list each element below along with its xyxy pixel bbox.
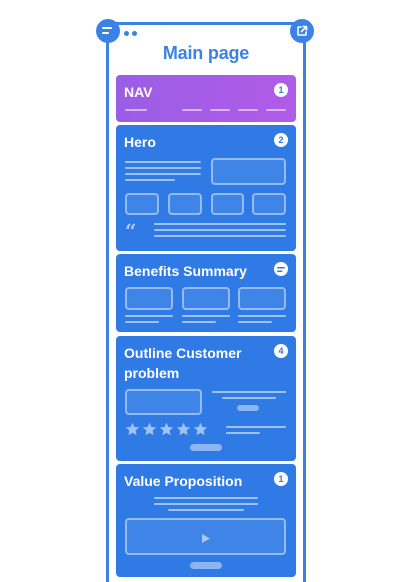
section-label: Benefits Summary: [124, 263, 247, 279]
card-placeholder: [238, 287, 286, 310]
text-placeholder: [154, 229, 286, 231]
card-placeholder: [125, 287, 173, 310]
section-badge: 1: [274, 472, 288, 486]
button-placeholder: [190, 444, 222, 451]
lines-icon: [274, 262, 288, 276]
card-placeholder: [182, 287, 230, 310]
section-nav[interactable]: NAV 1: [116, 75, 296, 122]
text-placeholder: [222, 397, 276, 399]
nav-link-placeholder: [125, 109, 147, 111]
play-icon: [201, 531, 211, 549]
section-badge: 2: [274, 133, 288, 147]
star-icon: [193, 422, 208, 436]
nav-link-placeholder: [210, 109, 230, 111]
text-placeholder: [226, 432, 260, 434]
text-placeholder: [212, 391, 286, 393]
text-placeholder: [125, 315, 173, 317]
section-value-proposition[interactable]: Value Proposition 1: [116, 464, 296, 577]
nav-link-placeholder: [266, 109, 286, 111]
card-placeholder: [252, 193, 286, 215]
external-link-icon: [296, 25, 308, 37]
text-placeholder: [226, 426, 286, 428]
rating-stars: [125, 422, 208, 436]
page-menu-button[interactable]: [96, 19, 120, 43]
star-icon: [125, 422, 140, 436]
text-placeholder: [154, 497, 258, 499]
nav-link-placeholder: [238, 109, 258, 111]
text-placeholder: [125, 179, 175, 181]
button-placeholder: [190, 562, 222, 569]
video-placeholder: [125, 518, 286, 555]
section-hero[interactable]: Hero 2 “: [116, 125, 296, 251]
quote-icon: “: [125, 219, 137, 243]
star-icon: [176, 422, 191, 436]
text-placeholder: [238, 315, 286, 317]
lines-icon: [102, 26, 114, 36]
image-placeholder: [125, 389, 202, 415]
section-label: NAV: [124, 84, 153, 100]
text-placeholder: [125, 173, 201, 175]
text-placeholder: [182, 321, 216, 323]
section-badge: 4: [274, 344, 288, 358]
text-placeholder: [154, 503, 258, 505]
text-placeholder: [125, 321, 159, 323]
page-frame: [106, 22, 306, 582]
card-placeholder: [168, 193, 202, 215]
nav-link-placeholder: [182, 109, 202, 111]
button-placeholder: [237, 405, 259, 411]
page-title: Main page: [162, 43, 250, 63]
card-placeholder: [211, 193, 244, 215]
star-icon: [142, 422, 157, 436]
text-placeholder: [125, 161, 201, 163]
section-benefits-summary[interactable]: Benefits Summary: [116, 254, 296, 332]
text-placeholder: [154, 223, 286, 225]
section-outline-customer-problem[interactable]: Outline Customer problem 4: [116, 336, 296, 461]
section-badge: 1: [274, 83, 288, 97]
text-placeholder: [154, 235, 286, 237]
text-placeholder: [168, 509, 244, 511]
image-placeholder: [211, 158, 286, 185]
card-placeholder: [125, 193, 159, 215]
section-label: Hero: [124, 134, 156, 150]
section-label: Value Proposition: [124, 473, 243, 489]
open-external-button[interactable]: [290, 19, 314, 43]
text-placeholder: [125, 167, 201, 169]
section-label: Outline Customer problem: [124, 345, 242, 381]
more-dots-icon[interactable]: [124, 31, 137, 36]
star-icon: [159, 422, 174, 436]
text-placeholder: [182, 315, 230, 317]
text-placeholder: [238, 321, 272, 323]
